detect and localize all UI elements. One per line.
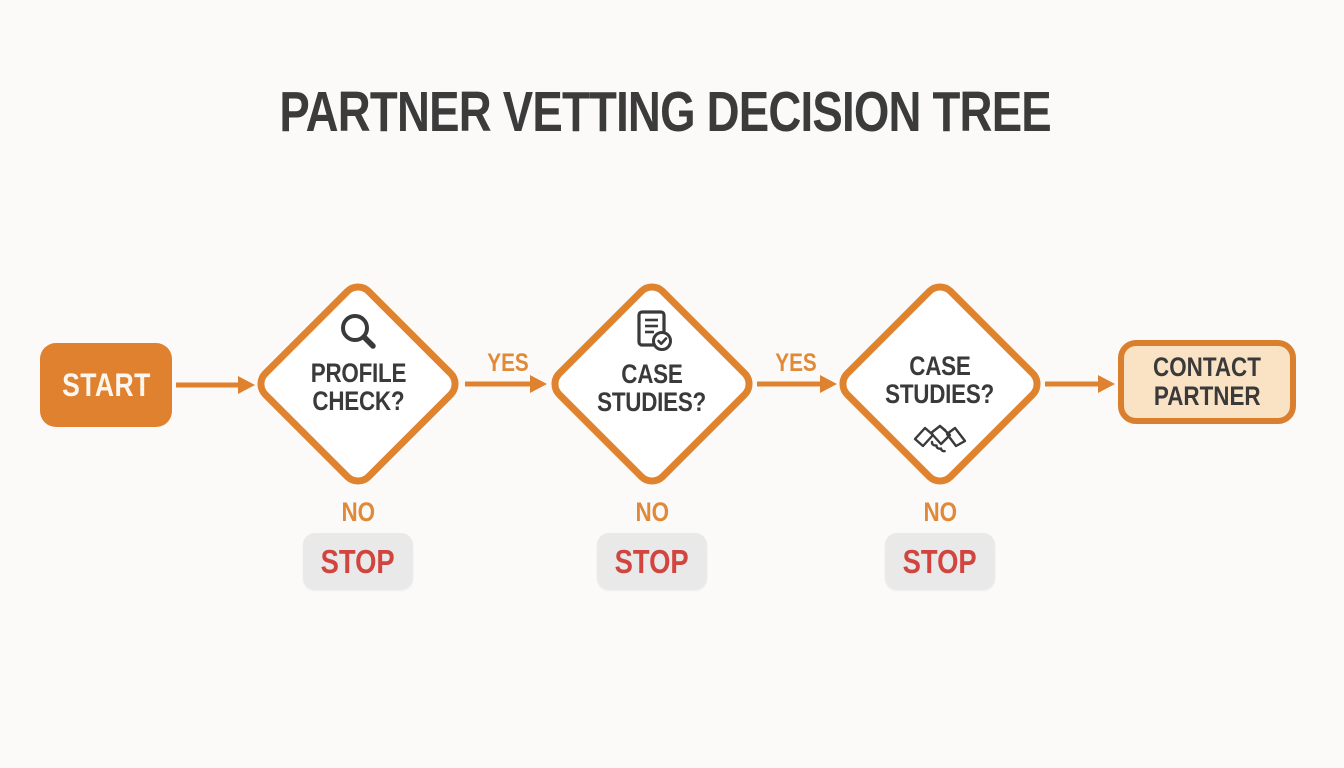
yes-label-2: YES bbox=[775, 349, 817, 377]
decision-label-line1: CASE bbox=[621, 358, 683, 389]
decision-label-line2: CHECK? bbox=[312, 385, 404, 416]
arrow-start-to-profile-check bbox=[176, 376, 255, 394]
decision-label-line2: STUDIES? bbox=[597, 386, 707, 417]
diamond-outline bbox=[551, 283, 753, 485]
decision-label-line2: STUDIES? bbox=[885, 378, 995, 409]
end-node-contact-partner: CONTACT PARTNER bbox=[1118, 340, 1296, 424]
no-label-3: NO bbox=[923, 497, 957, 527]
diamond-outline bbox=[257, 283, 459, 485]
decision-node-profile-check: PROFILE CHECK? bbox=[252, 278, 464, 490]
decision-node-case-studies-2: CASE STUDIES? bbox=[834, 278, 1046, 490]
decision-label: PROFILE CHECK? bbox=[301, 359, 416, 415]
document-check-icon bbox=[637, 309, 672, 351]
stop-node-1: STOP bbox=[303, 533, 413, 590]
page-title: PARTNER VETTING DECISION TREE bbox=[0, 84, 1330, 141]
start-label: START bbox=[61, 366, 151, 403]
stop-node-3: STOP bbox=[885, 533, 995, 590]
handshake-icon bbox=[913, 424, 967, 452]
start-node: START bbox=[40, 343, 172, 427]
search-icon bbox=[341, 313, 376, 349]
stop-node-2: STOP bbox=[597, 533, 707, 590]
decision-node-case-studies-1: CASE STUDIES? bbox=[546, 278, 758, 490]
decision-label: CASE STUDIES? bbox=[586, 360, 717, 416]
diamond-outline bbox=[839, 283, 1041, 485]
end-node-line1: CONTACT bbox=[1153, 352, 1261, 382]
no-label-2: NO bbox=[635, 497, 669, 527]
end-node-line2: PARTNER bbox=[1153, 381, 1261, 411]
no-label-1: NO bbox=[341, 497, 375, 527]
arrow-case-studies-2-to-contact-partner bbox=[1045, 375, 1115, 393]
page-title-text: PARTNER VETTING DECISION TREE bbox=[279, 80, 1051, 144]
yes-label-1: YES bbox=[487, 349, 529, 377]
decision-label-line1: PROFILE bbox=[310, 357, 406, 388]
decision-label: CASE STUDIES? bbox=[874, 352, 1005, 408]
decision-label-line1: CASE bbox=[909, 350, 971, 381]
